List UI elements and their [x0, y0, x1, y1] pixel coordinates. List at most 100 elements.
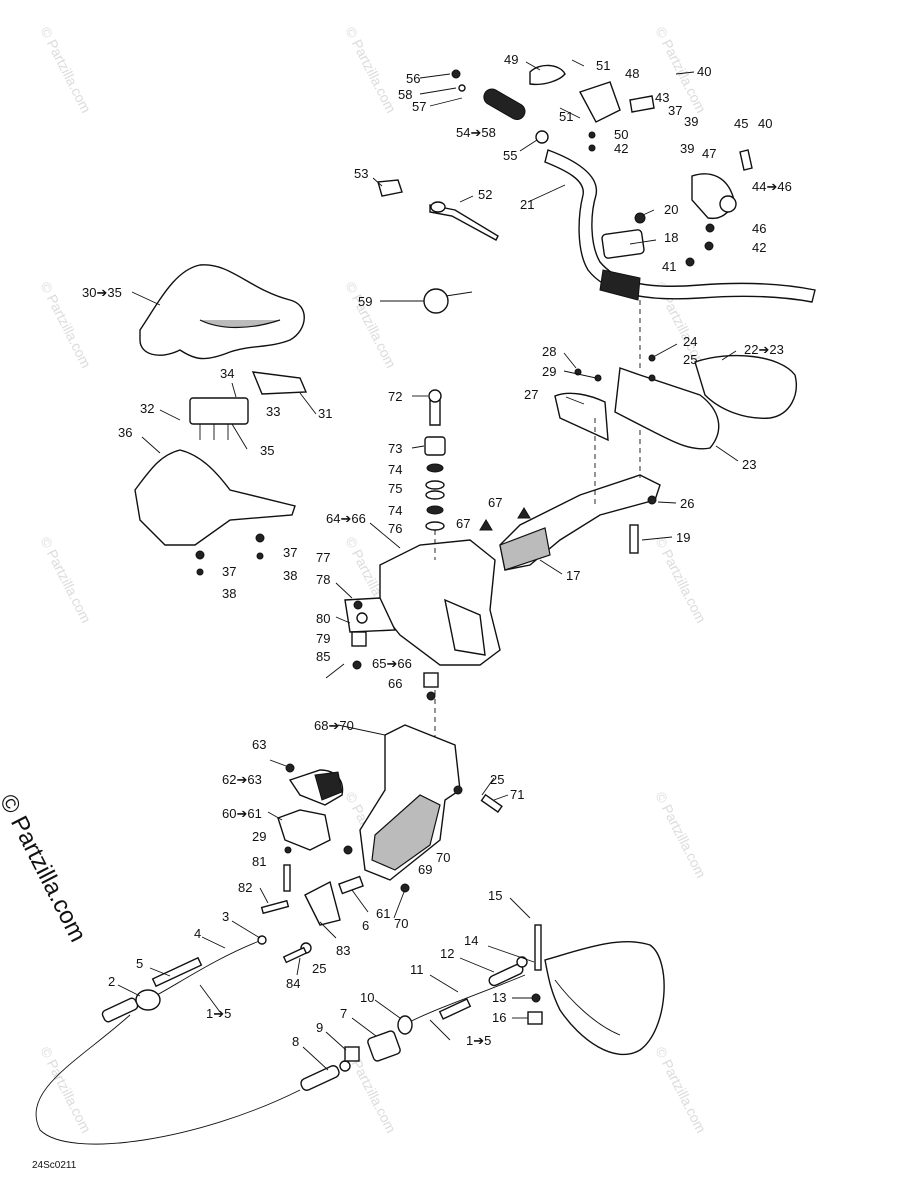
callout-50: 50: [614, 127, 628, 142]
callout-79: 79: [316, 631, 330, 646]
callout-52: 52: [478, 187, 492, 202]
callout-62-63: 62➔63: [222, 772, 262, 787]
callout-13: 13: [492, 990, 506, 1005]
watermark: © Partzilla.com: [652, 789, 709, 880]
callout-84: 84: [286, 976, 300, 991]
callout-labels: 56 58 57 54➔58 55 49 51 51 48 40 43 37 3…: [82, 52, 792, 1049]
callout-29: 29: [542, 364, 556, 379]
handlebar-assembly: [544, 149, 816, 303]
callout-41: 41: [662, 259, 676, 274]
callout-77: 77: [316, 550, 330, 565]
callout-12: 12: [440, 946, 454, 961]
callout-19: 19: [676, 530, 690, 545]
callout-1-5: 1➔5: [206, 1006, 231, 1021]
callout-82: 82: [238, 880, 252, 895]
callout-21: 21: [520, 197, 534, 212]
callout-56: 56: [406, 71, 420, 86]
callout-7: 7: [340, 1006, 347, 1021]
callout-65-66: 65➔66: [372, 656, 412, 671]
callout-74: 74: [388, 462, 402, 477]
callout-71: 71: [510, 787, 524, 802]
callout-58: 58: [398, 87, 412, 102]
steering-stem-and-console: [479, 300, 797, 571]
callout-54-58: 54➔58: [456, 125, 496, 140]
steering-column-housing: [344, 389, 501, 740]
callout-37: 37: [668, 103, 682, 118]
callout-81: 81: [252, 854, 266, 869]
callout-60-61: 60➔61: [222, 806, 262, 821]
callout-61: 61: [376, 906, 390, 921]
callout-33: 33: [266, 404, 280, 419]
callout-2: 2: [108, 974, 115, 989]
callout-76: 76: [388, 521, 402, 536]
callout-70: 70: [436, 850, 450, 865]
callout-68-70: 68➔70: [314, 718, 354, 733]
callout-36: 36: [118, 425, 132, 440]
callout-25: 25: [683, 352, 697, 367]
watermark: © Partzilla.com: [37, 1044, 94, 1135]
watermark: © Partzilla.com: [342, 279, 399, 370]
callout-30-35: 30➔35: [82, 285, 122, 300]
callout-8: 8: [292, 1034, 299, 1049]
callout-26: 26: [680, 496, 694, 511]
callout-45: 45: [734, 116, 748, 131]
steering-cable-and-nozzle: [35, 924, 665, 1145]
callout-6: 6: [362, 918, 369, 933]
callout-29: 29: [252, 829, 266, 844]
callout-3: 3: [222, 909, 229, 924]
callout-78: 78: [316, 572, 330, 587]
callout-43: 43: [655, 90, 669, 105]
callout-69: 69: [418, 862, 432, 877]
callout-75: 75: [388, 481, 402, 496]
callout-51: 51: [596, 58, 610, 73]
callout-31: 31: [318, 406, 332, 421]
callout-42: 42: [752, 240, 766, 255]
callout-34: 34: [220, 366, 234, 381]
callout-18: 18: [664, 230, 678, 245]
callout-39: 39: [684, 114, 698, 129]
callout-72: 72: [388, 389, 402, 404]
callout-15: 15: [488, 888, 502, 903]
callout-51: 51: [559, 109, 573, 124]
cable-and-clamp: [377, 179, 499, 314]
callout-67: 67: [456, 516, 470, 531]
callout-32: 32: [140, 401, 154, 416]
callout-4: 4: [194, 926, 201, 941]
callout-14: 14: [464, 933, 478, 948]
callout-28: 28: [542, 344, 556, 359]
callout-35: 35: [260, 443, 274, 458]
callout-23: 23: [742, 457, 756, 472]
callout-25: 25: [312, 961, 326, 976]
callout-17: 17: [566, 568, 580, 583]
callout-9: 9: [316, 1020, 323, 1035]
callout-10: 10: [360, 990, 374, 1005]
callout-74: 74: [388, 503, 402, 518]
steering-bracket-lower: [260, 724, 503, 964]
callout-49: 49: [504, 52, 518, 67]
callout-37: 37: [222, 564, 236, 579]
callout-42: 42: [614, 141, 628, 156]
figure-code: 24Sc0211: [32, 1160, 77, 1171]
callout-66: 66: [388, 676, 402, 691]
callout-53: 53: [354, 166, 368, 181]
callout-38: 38: [283, 568, 297, 583]
steering-pad-and-cover: [134, 264, 308, 576]
callout-11: 11: [410, 962, 424, 977]
watermark: © Partzilla.com: [652, 1044, 709, 1135]
callout-37: 37: [283, 545, 297, 560]
callout-83: 83: [336, 943, 350, 958]
callout-5: 5: [136, 956, 143, 971]
callout-39: 39: [680, 141, 694, 156]
callout-85: 85: [316, 649, 330, 664]
callout-1-5: 1➔5: [466, 1033, 491, 1048]
callout-73: 73: [388, 441, 402, 456]
callout-27: 27: [524, 387, 538, 402]
callout-46: 46: [752, 221, 766, 236]
callout-22-23: 22➔23: [744, 342, 784, 357]
callout-40: 40: [697, 64, 711, 79]
callout-47: 47: [702, 146, 716, 161]
callout-70: 70: [394, 916, 408, 931]
callout-80: 80: [316, 611, 330, 626]
callout-20: 20: [664, 202, 678, 217]
